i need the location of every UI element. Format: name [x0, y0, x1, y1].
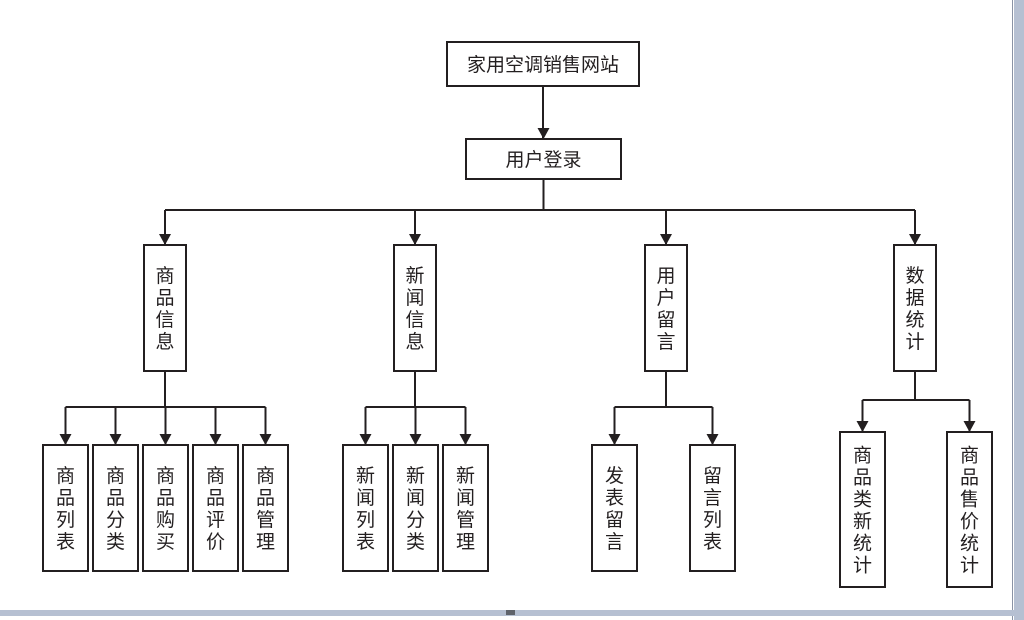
node-label-product-info: 商品信息 — [155, 265, 174, 353]
connector-login-bus — [159, 179, 921, 245]
node-label-product-category: 商品分类 — [106, 465, 125, 553]
node-label-news-category: 新闻分类 — [406, 465, 425, 553]
node-data-stats[interactable]: 数据统计 — [893, 244, 937, 372]
node-label-login: 用户登录 — [505, 149, 581, 171]
node-product-purchase[interactable]: 商品购买 — [142, 444, 189, 572]
connector-news-bus — [359, 371, 472, 445]
node-category-new-stats[interactable]: 商品类新统计 — [839, 431, 886, 588]
node-box-product-manage — [242, 444, 289, 572]
node-label-news-info: 新闻信息 — [405, 265, 424, 353]
node-user-message[interactable]: 用户留言 — [644, 244, 688, 372]
node-news-manage[interactable]: 新闻管理 — [442, 444, 489, 572]
node-product-review[interactable]: 商品评价 — [192, 444, 239, 572]
node-label-data-stats: 数据统计 — [905, 265, 924, 353]
connector-message-bus — [608, 371, 719, 445]
node-box-root — [446, 41, 640, 87]
node-box-product-review — [192, 444, 239, 572]
node-post-message[interactable]: 发表留言 — [591, 444, 638, 572]
node-product-manage[interactable]: 商品管理 — [242, 444, 289, 572]
horizontal-scrollbar-gutter[interactable] — [0, 610, 1024, 616]
node-label-message-list: 留言列表 — [703, 465, 722, 553]
connector-product-bus — [59, 371, 272, 445]
node-login[interactable]: 用户登录 — [465, 138, 622, 180]
node-label-product-manage: 商品管理 — [256, 465, 275, 553]
node-box-price-stats — [946, 431, 993, 588]
node-product-list[interactable]: 商品列表 — [42, 444, 89, 572]
node-label-product-purchase: 商品购买 — [156, 465, 175, 553]
node-root[interactable]: 家用空调销售网站 — [446, 41, 640, 87]
vertical-scrollbar-gutter[interactable] — [1014, 0, 1024, 620]
node-label-product-list: 商品列表 — [56, 465, 75, 553]
connector-root-login — [537, 86, 550, 139]
node-box-news-category — [392, 444, 439, 572]
node-box-product-list — [42, 444, 89, 572]
node-label-news-list: 新闻列表 — [356, 465, 375, 553]
node-box-product-category — [92, 444, 139, 572]
node-message-list[interactable]: 留言列表 — [689, 444, 736, 572]
node-box-news-list — [342, 444, 389, 572]
node-product-info[interactable]: 商品信息 — [143, 244, 187, 372]
node-label-category-new-stats: 商品类新统计 — [853, 445, 872, 577]
node-news-list[interactable]: 新闻列表 — [342, 444, 389, 572]
node-box-product-info — [143, 244, 187, 372]
node-label-user-message: 用户留言 — [656, 265, 675, 353]
node-box-user-message — [644, 244, 688, 372]
node-box-category-new-stats — [839, 431, 886, 588]
splitter-handle[interactable] — [506, 610, 515, 615]
node-label-product-review: 商品评价 — [206, 465, 225, 553]
node-box-message-list — [689, 444, 736, 572]
node-news-category[interactable]: 新闻分类 — [392, 444, 439, 572]
node-news-info[interactable]: 新闻信息 — [393, 244, 437, 372]
node-label-news-manage: 新闻管理 — [456, 465, 475, 553]
node-box-product-purchase — [142, 444, 189, 572]
node-label-root: 家用空调销售网站 — [467, 54, 619, 76]
node-box-news-manage — [442, 444, 489, 572]
panel-right-divider — [1012, 0, 1013, 620]
node-box-data-stats — [893, 244, 937, 372]
node-label-post-message: 发表留言 — [605, 465, 624, 553]
node-product-category[interactable]: 商品分类 — [92, 444, 139, 572]
node-label-price-stats: 商品售价统计 — [960, 445, 979, 577]
node-box-post-message — [591, 444, 638, 572]
connector-layer — [59, 86, 976, 445]
node-box-login — [465, 138, 622, 180]
node-price-stats[interactable]: 商品售价统计 — [946, 431, 993, 588]
connector-stats-bus — [856, 371, 976, 432]
node-box-news-info — [393, 244, 437, 372]
